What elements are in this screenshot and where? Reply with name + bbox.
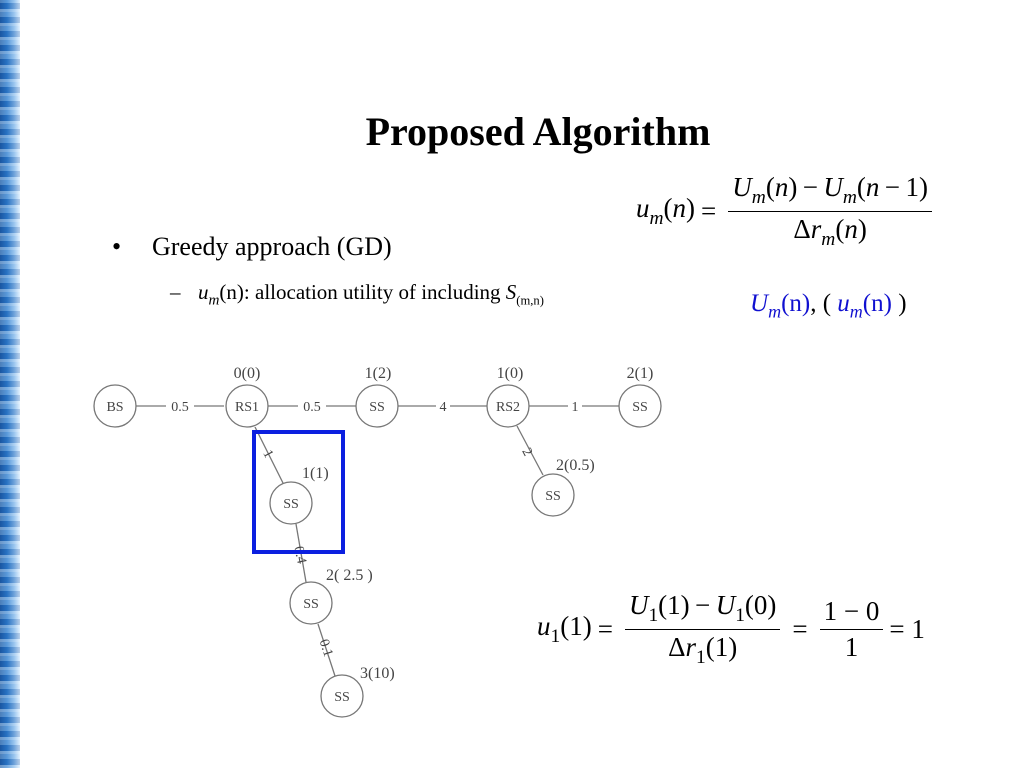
example-fraction-1: U1(1) − U1(0) Δr1(1) [624,590,781,669]
formula-lhs: um(n) [636,192,696,229]
example-result: = 1 [889,613,925,644]
node-ss2 [618,384,662,428]
node-ss6 [320,674,364,718]
formula-fraction: Um(n) − Um(n − 1) Δrm(n) [728,172,932,251]
formula-equals: = [701,195,717,226]
example-denominator-2: 1 [844,631,859,662]
edge-label-ss4-ss5: 0.4 [290,545,308,565]
highlight-box [252,430,345,554]
sub-bullet-var: um(n) [198,280,244,309]
node-value-ss4: 1(1) [302,465,329,482]
edge-rs1-ss4 [254,426,284,484]
edge-label-bs-rs1: 0.5 [171,400,189,415]
dash-icon: – [170,280,181,304]
edge-ss5-ss6 [317,623,336,677]
edge-rs2-ss3 [516,425,544,476]
utility-formula: um(n) = Um(n) − Um(n − 1) Δrm(n) [636,172,938,251]
bullet-dot-icon: • [112,232,122,261]
node-value-ss2: 2(1) [627,365,654,382]
node-value-ss3: 2(0.5) [556,457,595,474]
slide-left-stripe [0,0,20,768]
slide-title: Proposed Algorithm [365,109,711,154]
edge-labels: 0.5 0.5 4 1 2 1 0.4 0.1 [166,398,582,659]
example-numerator-2: 1 − 0 [819,596,884,630]
node-label-ss4: SS [283,497,299,512]
example-denominator-1: Δr1(1) [668,631,738,668]
node-rs1 [225,384,269,428]
example-lhs: u1(1) [537,610,592,647]
node-value-ss5: 2( 2.5 ) [326,567,373,584]
edge-label-rs2-ss2: 1 [572,400,579,415]
example-fraction-2: 1 − 0 1 [819,596,884,663]
bullet-text: Greedy approach (GD) [152,232,392,261]
node-value-rs2: 1(0) [497,365,524,382]
node-label-ss2: SS [632,400,648,415]
node-label-bs: BS [106,400,123,415]
node-value-ss6: 3(10) [360,665,395,682]
edge-label-rs2-ss3: 2 [518,446,535,459]
node-ss3 [531,473,575,517]
formula-denominator: Δrm(n) [793,213,867,250]
edge-label-rs1-ss4: 1 [259,448,276,461]
node-rs2 [486,384,530,428]
example-equals-2: = [792,613,808,644]
edge-label-rs1-ss1: 0.5 [303,400,321,415]
node-ss4 [269,481,313,525]
sub-bullet-set: S(m,n) [505,280,544,308]
example-equals-1: = [597,613,613,644]
node-value-ss1: 1(2) [365,365,392,382]
node-values: 0(0) 1(2) 1(0) 2(1) 2(0.5) 1(1) 2( 2.5 )… [234,365,654,682]
node-label-ss5: SS [303,597,319,612]
node-label-ss1: SS [369,400,385,415]
bullet-greedy: • Greedy approach (GD) [112,232,392,262]
node-value-rs1: 0(0) [234,365,261,382]
node-ss1 [355,384,399,428]
node-labels: BS RS1 SS RS2 SS SS SS SS SS [106,400,647,705]
node-ss5 [289,581,333,625]
node-label-ss3: SS [545,489,561,504]
node-label-rs1: RS1 [235,400,259,415]
sub-bullet-text: : allocation utility of including [243,280,506,304]
example-numerator-1: U1(1) − U1(0) [624,590,781,630]
utility-annotation: Um(n), ( um(n) ) [750,290,907,322]
graph-nodes [93,384,662,718]
node-label-ss6: SS [334,690,350,705]
formula-numerator: Um(n) − Um(n − 1) [728,172,932,212]
node-bs [93,384,137,428]
edge-label-ss5-ss6: 0.1 [316,638,336,659]
example-formula: u1(1) = U1(1) − U1(0) Δr1(1) = 1 − 0 1 =… [537,590,925,669]
sub-bullet: – um(n) : allocation utility of includin… [170,280,544,309]
node-label-rs2: RS2 [496,400,520,415]
edge-label-ss1-rs2: 4 [440,400,447,415]
